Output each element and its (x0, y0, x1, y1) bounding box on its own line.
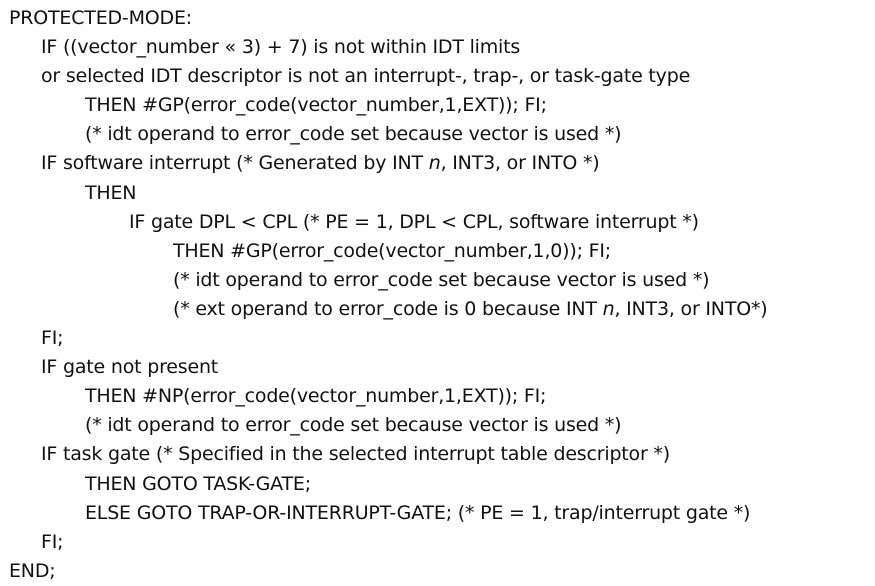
code-text: IF software interrupt (* Generated by IN… (41, 152, 429, 175)
code-line: (* idt operand to error_code set because… (9, 411, 869, 440)
code-text: THEN GOTO TASK-GATE; (85, 472, 311, 495)
code-line: IF task gate (* Specified in the selecte… (9, 440, 869, 469)
code-text: IF gate DPL < CPL (* PE = 1, DPL < CPL, … (129, 210, 699, 233)
code-text: , INT3, or INTO*) (614, 297, 768, 320)
code-line: THEN (9, 179, 869, 208)
code-text: THEN #NP(error_code(vector_number,1,EXT)… (85, 385, 547, 408)
code-text: (* idt operand to error_code set because… (85, 123, 622, 146)
code-text: END; (9, 559, 56, 582)
code-line: IF gate DPL < CPL (* PE = 1, DPL < CPL, … (9, 208, 869, 237)
code-line: (* ext operand to error_code is 0 becaus… (9, 295, 869, 324)
code-line: (* idt operand to error_code set because… (9, 120, 869, 149)
code-text: IF task gate (* Specified in the selecte… (41, 443, 670, 466)
code-line: THEN GOTO TASK-GATE; (9, 470, 869, 499)
code-text: PROTECTED-MODE: (9, 7, 192, 29)
italic-operand: n (428, 152, 441, 175)
code-text: ELSE GOTO TRAP-OR-INTERRUPT-GATE; (* PE … (85, 501, 751, 524)
code-line: (* idt operand to error_code set because… (9, 266, 869, 295)
italic-operand: n (602, 297, 615, 320)
code-line: or selected IDT descriptor is not an int… (9, 62, 869, 91)
code-line: FI; (9, 528, 869, 557)
code-line: PROTECTED-MODE: (9, 4, 869, 33)
code-line: IF ((vector_number « 3) + 7) is not with… (9, 33, 869, 62)
code-text: FI; (41, 327, 64, 350)
code-text: THEN #GP(error_code(vector_number,1,0));… (173, 239, 611, 262)
code-text: FI; (41, 530, 64, 553)
code-line: FI; (9, 324, 869, 353)
code-line: THEN #GP(error_code(vector_number,1,EXT)… (9, 91, 869, 120)
code-line: IF software interrupt (* Generated by IN… (9, 149, 869, 178)
code-text: IF ((vector_number « 3) + 7) is not with… (41, 36, 521, 59)
code-text: THEN #GP(error_code(vector_number,1,EXT)… (85, 94, 547, 117)
code-line: END; (9, 557, 869, 586)
code-text: (* ext operand to error_code is 0 becaus… (173, 297, 603, 320)
code-text: , INT3, or INTO *) (440, 152, 600, 175)
code-line: THEN #NP(error_code(vector_number,1,EXT)… (9, 382, 869, 411)
code-text: or selected IDT descriptor is not an int… (41, 65, 691, 88)
code-line: IF gate not present (9, 353, 869, 382)
code-text: IF gate not present (41, 356, 219, 379)
code-text: (* idt operand to error_code set because… (173, 268, 710, 291)
code-line: THEN #GP(error_code(vector_number,1,0));… (9, 237, 869, 266)
code-text: (* idt operand to error_code set because… (85, 414, 622, 437)
code-text: THEN (85, 181, 137, 204)
code-line: ELSE GOTO TRAP-OR-INTERRUPT-GATE; (* PE … (9, 499, 869, 528)
pseudocode-block: PROTECTED-MODE: IF ((vector_number « 3) +… (9, 4, 869, 586)
